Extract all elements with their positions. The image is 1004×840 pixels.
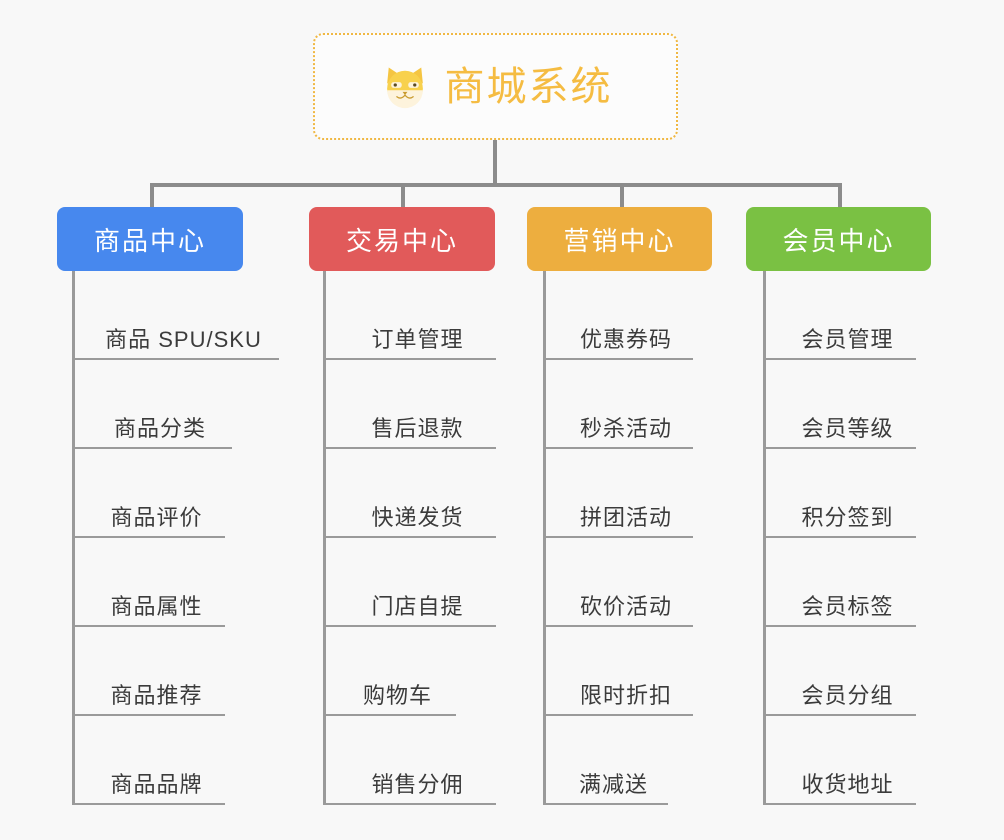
leaf-label: 商品 SPU/SKU [105, 327, 262, 352]
connector-drop-3 [620, 183, 624, 209]
leaf-item[interactable]: 商品 SPU/SKU [72, 271, 279, 360]
leaf-item[interactable]: 商品属性 [72, 538, 225, 627]
leaf-item[interactable]: 门店自提 [323, 538, 496, 627]
leaf-label: 门店自提 [371, 594, 464, 619]
leaf-label: 优惠券码 [579, 327, 672, 352]
leaf-item[interactable]: 销售分佣 [323, 716, 496, 805]
leaf-item[interactable]: 订单管理 [323, 271, 496, 360]
leaf-item[interactable]: 满减送 [543, 716, 668, 805]
leaf-label: 售后退款 [371, 416, 464, 441]
leaf-item[interactable]: 商品推荐 [72, 627, 225, 716]
leaf-label: 满减送 [578, 772, 648, 797]
leaf-label: 销售分佣 [371, 772, 464, 797]
leaf-label: 拼团活动 [579, 505, 672, 530]
leaf-item[interactable]: 商品评价 [72, 449, 225, 538]
leaf-item[interactable]: 购物车 [323, 627, 456, 716]
leaf-label: 会员等级 [801, 416, 894, 441]
leaf-item[interactable]: 商品品牌 [72, 716, 225, 805]
branch-trunk-2 [323, 271, 326, 805]
connector-bus [150, 183, 840, 187]
category-label-2: 交易中心 [345, 225, 458, 256]
dog-face-icon [379, 61, 431, 113]
category-box-1[interactable]: 商品中心 [57, 207, 243, 271]
leaf-label: 商品品牌 [110, 772, 203, 797]
leaf-item[interactable]: 会员分组 [763, 627, 916, 716]
leaf-label: 砍价活动 [579, 594, 672, 619]
leaf-label: 商品评价 [110, 505, 203, 530]
leaf-item[interactable]: 限时折扣 [543, 627, 693, 716]
leaf-item[interactable]: 会员管理 [763, 271, 916, 360]
leaf-label: 秒杀活动 [579, 416, 672, 441]
category-label-1: 商品中心 [93, 225, 206, 256]
leaf-item[interactable]: 会员等级 [763, 360, 916, 449]
leaf-label: 积分签到 [801, 505, 894, 530]
leaf-label: 购物车 [362, 683, 432, 708]
leaf-item[interactable]: 售后退款 [323, 360, 496, 449]
leaf-label: 商品属性 [110, 594, 203, 619]
root-title: 商城系统 [444, 64, 613, 109]
leaf-item[interactable]: 拼团活动 [543, 449, 693, 538]
branch-trunk-3 [543, 271, 546, 805]
leaf-label: 商品推荐 [110, 683, 203, 708]
leaf-label: 收货地址 [801, 772, 894, 797]
leaf-label: 商品分类 [113, 416, 206, 441]
leaf-item[interactable]: 优惠券码 [543, 271, 693, 360]
branch-trunk-4 [763, 271, 766, 805]
category-label-4: 会员中心 [782, 225, 895, 256]
category-box-2[interactable]: 交易中心 [309, 207, 495, 271]
leaf-item[interactable]: 商品分类 [72, 360, 232, 449]
root-node[interactable]: 商城系统 [313, 33, 678, 140]
connector-root-stem [493, 140, 497, 185]
leaf-label: 订单管理 [371, 327, 464, 352]
connector-drop-1 [150, 183, 154, 209]
leaf-item[interactable]: 会员标签 [763, 538, 916, 627]
leaf-label: 会员分组 [801, 683, 894, 708]
category-box-3[interactable]: 营销中心 [527, 207, 712, 271]
leaf-item[interactable]: 收货地址 [763, 716, 916, 805]
connector-drop-4 [838, 183, 842, 209]
connector-drop-2 [401, 183, 405, 209]
leaf-item[interactable]: 秒杀活动 [543, 360, 693, 449]
category-box-4[interactable]: 会员中心 [746, 207, 931, 271]
branch-trunk-1 [72, 271, 75, 805]
leaf-label: 会员标签 [801, 594, 894, 619]
category-label-3: 营销中心 [563, 225, 676, 256]
leaf-item[interactable]: 快递发货 [323, 449, 496, 538]
leaf-label: 限时折扣 [579, 683, 672, 708]
leaf-item[interactable]: 积分签到 [763, 449, 916, 538]
leaf-label: 快递发货 [371, 505, 464, 530]
leaf-label: 会员管理 [801, 327, 894, 352]
leaf-item[interactable]: 砍价活动 [543, 538, 693, 627]
